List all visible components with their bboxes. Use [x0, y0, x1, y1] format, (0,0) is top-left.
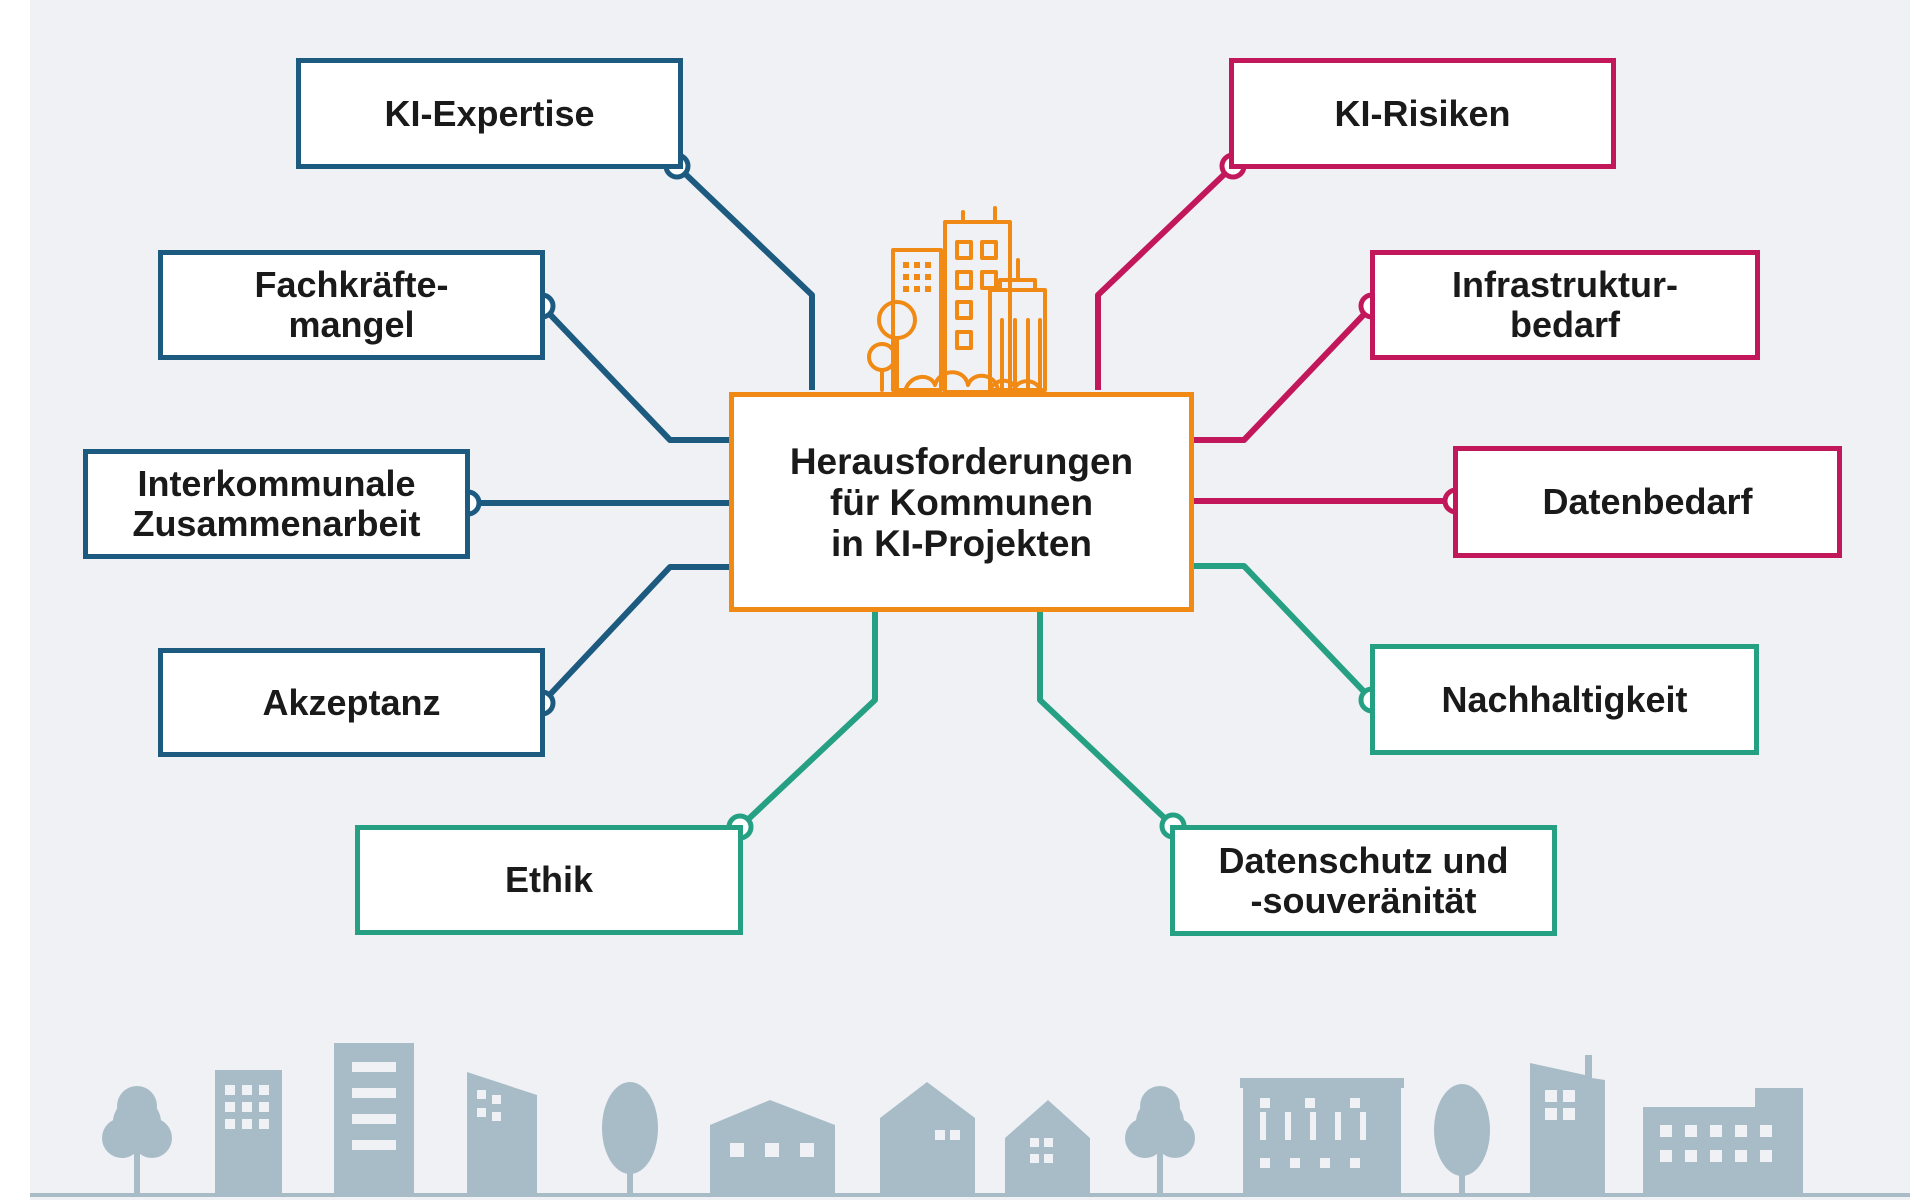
connector-nachhaltigkeit [1192, 563, 1375, 703]
node-ki-risiken: KI-Risiken [1229, 58, 1616, 169]
node-label: Datenbedarf [1542, 481, 1753, 522]
node-akzeptanz: Akzeptanz [158, 648, 545, 757]
connector-ethik [737, 612, 878, 830]
node-label: Datenschutz und -souveränität [1218, 839, 1509, 921]
connector-akzeptanz [539, 564, 730, 706]
central-topic-box: Herausforderungen für Kommunen in KI-Pro… [729, 392, 1194, 612]
connector-infrastrukturbedarf [1192, 303, 1375, 443]
city-skyline-icon [30, 1043, 1910, 1197]
node-fachkraeftemangel: Fachkräfte- mangel [158, 250, 545, 360]
central-topic-label: Herausforderungen für Kommunen in KI-Pro… [789, 440, 1134, 564]
node-datenschutz-souveraenitaet: Datenschutz und -souveränität [1170, 825, 1557, 936]
node-interkommunale-zusammenarbeit: Interkommunale Zusammenarbeit [83, 449, 470, 559]
node-infrastrukturbedarf: Infrastruktur- bedarf [1370, 250, 1760, 360]
node-ethik: Ethik [355, 825, 743, 935]
connector-ki-expertise [674, 163, 815, 390]
skyline-windows [225, 1062, 1772, 1168]
node-label: Ethik [504, 859, 593, 900]
node-ki-expertise: KI-Expertise [296, 58, 683, 169]
node-nachhaltigkeit: Nachhaltigkeit [1370, 644, 1759, 755]
connector-fachkraeftemangel [539, 303, 730, 443]
node-label: KI-Expertise [384, 92, 595, 134]
node-label: Akzeptanz [262, 681, 441, 723]
node-datenbedarf: Datenbedarf [1453, 446, 1842, 558]
city-buildings-icon [867, 206, 1047, 394]
connector-ki-risiken [1095, 163, 1236, 390]
node-label: KI-Risiken [1334, 92, 1511, 134]
node-label: Fachkräfte- mangel [254, 264, 449, 345]
node-label: Nachhaltigkeit [1441, 678, 1688, 720]
node-label: Infrastruktur- bedarf [1451, 264, 1679, 345]
connector-datenschutz [1037, 612, 1176, 829]
node-label: Interkommunale Zusammenarbeit [132, 463, 421, 544]
